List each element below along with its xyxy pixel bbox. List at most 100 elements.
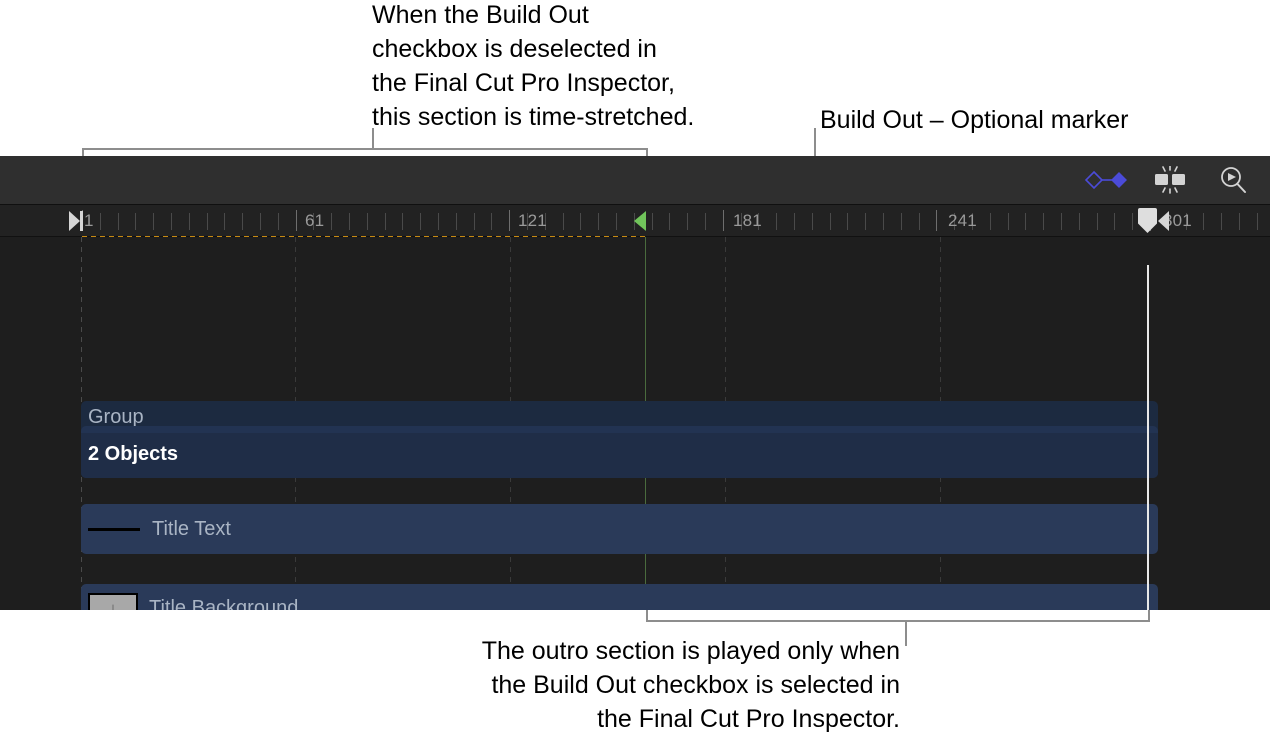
- timeline-track-area[interactable]: Group 2 Objects Title Text ↓ Title Backg…: [0, 237, 1270, 610]
- ruler-tick: [1079, 213, 1080, 230]
- ruler-tick: [1097, 213, 1098, 230]
- ruler-tick: [224, 213, 225, 230]
- ruler-tick: [652, 213, 653, 230]
- ruler-label: 301: [1163, 211, 1192, 230]
- timeline-panel: 1 61 121 181 241 301 Group 2 Objects: [0, 156, 1270, 610]
- ruler-label: 241: [948, 211, 977, 230]
- callout-build-out-deselected: When the Build Out checkbox is deselecte…: [372, 1, 695, 131]
- keyframe-editor-icon[interactable]: [1083, 164, 1129, 196]
- ruler-tick: [936, 210, 937, 231]
- bracket-bottom-left-tick: [646, 608, 648, 622]
- ruler-tick: [972, 213, 973, 230]
- build-out-marker[interactable]: [634, 211, 646, 231]
- track-label-objects: 2 Objects: [88, 443, 179, 465]
- ruler-tick: [260, 213, 261, 230]
- playhead-line: [1147, 265, 1149, 610]
- track-row-title-text[interactable]: Title Text: [81, 504, 1158, 554]
- timeline-ruler[interactable]: 1 61 121 181 241 301: [0, 205, 1270, 237]
- timeline-toolbar: [0, 156, 1270, 205]
- ruler-tick: [741, 213, 742, 230]
- ruler-tick: [598, 213, 599, 230]
- bracket-top-left-tick: [82, 148, 84, 162]
- ruler-tick: [812, 213, 813, 230]
- ruler-tick: [242, 213, 243, 230]
- line-icon: [88, 527, 140, 531]
- ruler-tick: [207, 213, 208, 230]
- ruler-tick: [883, 213, 884, 230]
- track-label-group: Group: [88, 405, 144, 428]
- ruler-tick: [1239, 213, 1240, 230]
- timeline-search-icon[interactable]: [1211, 164, 1257, 196]
- ruler-tick: [118, 213, 119, 230]
- ruler-tick: [171, 213, 172, 230]
- ruler-tick: [135, 213, 136, 230]
- out-point-marker[interactable]: [1158, 211, 1169, 231]
- ruler-tick: [367, 213, 368, 230]
- ruler-tick: [830, 213, 831, 230]
- ruler-tick: [278, 213, 279, 230]
- ruler-tick: [1025, 213, 1026, 230]
- playhead-handle[interactable]: [1138, 208, 1157, 233]
- ruler-label: 61: [305, 211, 325, 230]
- bracket-bottom-right-tick: [1148, 608, 1150, 622]
- ruler-label: 181: [733, 211, 762, 230]
- ruler-tick: [563, 213, 564, 230]
- in-point-bar: [80, 211, 83, 231]
- ruler-tick: [1132, 213, 1133, 230]
- ruler-tick: [687, 213, 688, 230]
- bracket-bottom-stem: [905, 620, 907, 646]
- ruler-tick: [331, 213, 332, 230]
- ruler-tick: [669, 213, 670, 230]
- ruler-label: 1: [84, 211, 94, 230]
- ruler-tick: [313, 213, 314, 230]
- track-row-objects[interactable]: 2 Objects: [81, 433, 1158, 478]
- ruler-tick: [545, 213, 546, 230]
- ruler-tick: [456, 213, 457, 230]
- ruler-tick: [776, 213, 777, 230]
- ruler-tick: [385, 213, 386, 230]
- ruler-tick: [919, 213, 920, 230]
- ruler-tick: [1221, 213, 1222, 230]
- ruler-tick: [1257, 213, 1258, 230]
- bracket-top-stem: [372, 128, 374, 150]
- ruler-label: 121: [518, 211, 547, 230]
- ruler-tick: [954, 213, 955, 230]
- bracket-bottom-horizontal: [646, 620, 1150, 622]
- ruler-tick: [189, 213, 190, 230]
- ruler-tick: [100, 213, 101, 230]
- ruler-tick: [1186, 213, 1187, 230]
- ruler-tick: [847, 213, 848, 230]
- ruler-tick: [296, 210, 297, 231]
- ruler-tick: [491, 213, 492, 230]
- ruler-tick: [580, 213, 581, 230]
- ruler-tick: [438, 213, 439, 230]
- image-thumb-icon: ↓: [88, 593, 138, 610]
- ruler-tick: [794, 213, 795, 230]
- ruler-tick: [509, 210, 510, 231]
- callout-build-out-marker: Build Out – Optional marker: [820, 106, 1129, 134]
- track-label-title-text: Title Text: [152, 517, 231, 540]
- ruler-tick: [1203, 213, 1204, 230]
- ruler-tick: [402, 213, 403, 230]
- ruler-tick: [758, 213, 759, 230]
- in-point-marker[interactable]: [69, 211, 80, 231]
- ruler-tick: [1008, 213, 1009, 230]
- ruler-tick: [1061, 213, 1062, 230]
- ruler-tick: [1114, 213, 1115, 230]
- ruler-tick: [527, 213, 528, 230]
- ruler-tick: [616, 213, 617, 230]
- bracket-top-right-tick: [646, 148, 648, 162]
- ruler-tick: [474, 213, 475, 230]
- show-behaviors-icon[interactable]: [1148, 164, 1194, 196]
- bracket-top-horizontal: [82, 148, 648, 150]
- ruler-tick: [901, 213, 902, 230]
- ruler-tick: [723, 210, 724, 231]
- track-row-title-background[interactable]: ↓ Title Background: [81, 584, 1158, 610]
- ruler-tick: [153, 213, 154, 230]
- callout-outro-section: The outro section is played only when th…: [481, 637, 900, 733]
- ruler-tick: [705, 213, 706, 230]
- ruler-tick: [990, 213, 991, 230]
- ruler-tick: [420, 213, 421, 230]
- track-label-title-background: Title Background: [149, 596, 299, 611]
